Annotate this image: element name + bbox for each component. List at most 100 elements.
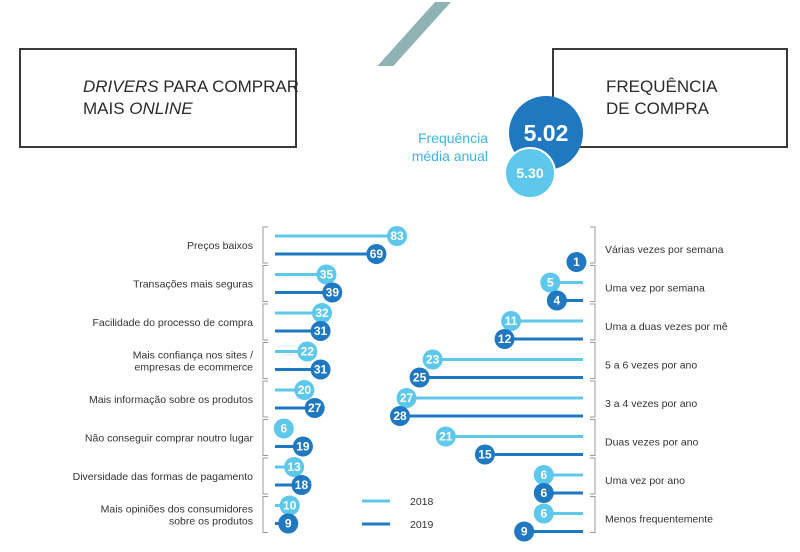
left-value-dot [279, 495, 300, 516]
right-bracket [590, 419, 596, 456]
right-value-label: 27 [400, 391, 414, 405]
avg-frequency-2018-bubble: 5.30 [504, 147, 556, 199]
left-value-dot [312, 303, 333, 323]
right-category-label: Uma a duas vezes por mê [605, 321, 728, 333]
right-category-label: Uma vez por ano [605, 475, 685, 487]
right-value-label: 6 [540, 486, 547, 500]
right-value-label: 21 [439, 430, 453, 444]
right-value-dot [501, 311, 522, 331]
right-value-label: 23 [426, 353, 440, 367]
legend-label-2019: 2019 [410, 519, 434, 531]
right-bracket [590, 226, 596, 264]
left-bracket [262, 457, 268, 495]
right-bracket [590, 380, 596, 418]
left-category-label: Mais opiniões dos consumidores [101, 504, 253, 516]
right-category-label: Uma vez por semana [605, 283, 705, 295]
right-value-label: 12 [498, 332, 512, 346]
right-value-dot [566, 252, 587, 272]
right-category-label: Duas vezes por ano [605, 437, 699, 449]
legend-label-2018: 2018 [410, 496, 434, 508]
right-category-label: 3 a 4 vezes por ano [605, 398, 697, 410]
left-value-label: 22 [301, 345, 315, 359]
left-value-label: 32 [315, 306, 329, 320]
left-value-label: 39 [326, 286, 340, 300]
left-value-label: 83 [390, 229, 404, 243]
left-value-dot [304, 398, 325, 418]
left-category-label: Transações mais seguras [133, 279, 253, 291]
right-value-label: 11 [505, 314, 518, 328]
right-value-label: 6 [540, 507, 547, 521]
left-bracket [262, 380, 268, 418]
left-value-dot [278, 513, 299, 534]
right-value-dot [494, 329, 515, 349]
left-category-label: Mais informação sobre os produtos [89, 394, 253, 406]
right-bracket [590, 342, 596, 379]
left-value-dot [294, 380, 315, 400]
right-value-label: 5 [547, 276, 554, 290]
left-value-dot [292, 436, 313, 457]
left-bracket [262, 303, 268, 341]
left-category-label: Preços baixos [187, 240, 253, 252]
right-value-dot [546, 290, 567, 311]
right-value-dot [533, 465, 554, 485]
right-bracket [590, 496, 596, 533]
left-bracket [262, 226, 268, 264]
right-value-label: 6 [540, 468, 547, 482]
left-value-label: 27 [308, 401, 322, 415]
left-value-dot [366, 244, 387, 264]
left-category-label: Não conseguir comprar noutro lugar [85, 433, 254, 445]
left-category-label: Diversidade das formas de pagamento [73, 471, 254, 483]
right-value-label: 4 [554, 294, 561, 308]
left-value-dot [310, 321, 331, 341]
left-value-label: 20 [298, 383, 312, 397]
right-value-label: 1 [573, 255, 580, 269]
right-bracket [590, 457, 596, 495]
right-value-dot [533, 503, 554, 524]
right-value-label: 28 [393, 409, 407, 423]
right-category-label: 5 a 6 vezes por ano [605, 360, 697, 372]
frequency-title-box: FREQUÊNCIA DE COMPRA [552, 48, 788, 148]
left-value-dot [316, 264, 337, 285]
left-category-label: Facilidade do processo de compra [92, 317, 253, 329]
left-value-label: 18 [295, 478, 309, 492]
right-value-dot [540, 272, 561, 293]
left-value-label: 13 [287, 460, 301, 474]
left-value-dot [284, 457, 305, 477]
right-value-dot [390, 406, 410, 426]
left-value-dot [387, 226, 407, 246]
right-category-label: Menos frequentemente [605, 514, 713, 526]
left-value-label: 31 [314, 363, 328, 377]
drivers-title-box: DRIVERS PARA COMPRAR MAIS ONLINE [19, 48, 299, 148]
left-value-dot [310, 359, 331, 380]
right-value-label: 15 [478, 448, 492, 462]
left-value-dot [273, 418, 294, 439]
left-category-label: sobre os produtos [169, 516, 253, 528]
right-value-dot [533, 483, 554, 503]
avg-frequency-label: Frequência média anual [411, 130, 488, 164]
left-bracket [262, 419, 268, 456]
left-value-label: 35 [320, 268, 334, 282]
left-category-label: empresas de ecommerce [135, 362, 254, 374]
right-value-dot [396, 388, 417, 408]
right-value-dot [514, 521, 535, 542]
left-bracket [262, 496, 268, 533]
left-value-dot [297, 341, 318, 362]
frequency-title: FREQUÊNCIA DE COMPRA [606, 77, 718, 118]
right-value-label: 9 [521, 525, 528, 539]
right-value-label: 25 [413, 371, 427, 385]
right-value-dot [474, 444, 495, 465]
right-value-dot [409, 367, 430, 388]
left-bracket [262, 265, 268, 302]
right-bracket [590, 303, 596, 341]
right-category-label: Várias vezes por semana [605, 244, 724, 256]
left-category-label: Mais confiança nos sites / [133, 350, 253, 362]
left-value-dot [322, 282, 343, 303]
left-value-dot [291, 475, 312, 495]
left-bracket [262, 342, 268, 379]
right-value-dot [435, 426, 456, 447]
right-value-dot [422, 349, 443, 370]
left-value-label: 31 [314, 324, 328, 338]
left-value-label: 10 [283, 499, 297, 513]
left-value-label: 69 [370, 247, 384, 261]
